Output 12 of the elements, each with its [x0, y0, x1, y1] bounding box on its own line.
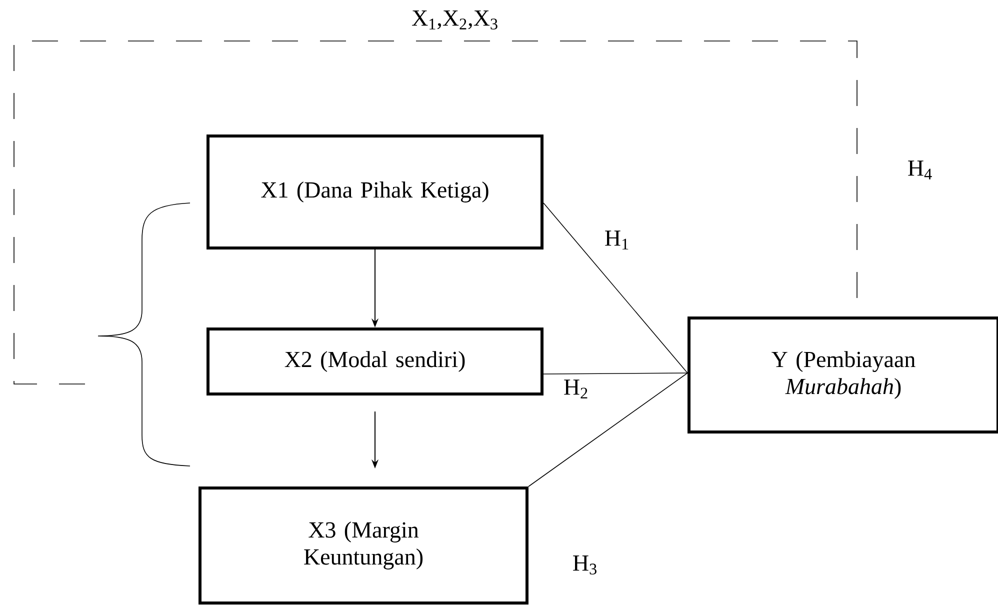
- connector-line: [543, 372, 688, 374]
- variable-box: X3 (Margin Keuntungan): [198, 486, 528, 604]
- variable-box: X1 (Dana Pihak Ketiga): [206, 134, 544, 250]
- connector-line: [543, 202, 688, 374]
- edge-label: X$_{1}$,X$_{2}$,X$_{3}$: [410, 10, 500, 30]
- variable-box: Y (Pembiayaan Murabahah): [688, 316, 998, 434]
- edge-label: H$_{2}$: [562, 378, 590, 400]
- edge-label: H$_{3}$: [571, 554, 599, 576]
- connector-line: [528, 372, 688, 487]
- hypothesis-label: H$_{4}$: [908, 160, 932, 180]
- variable-box: X2 (Modal sendiri): [206, 328, 544, 396]
- edge-label: H$_{1}$: [603, 230, 631, 250]
